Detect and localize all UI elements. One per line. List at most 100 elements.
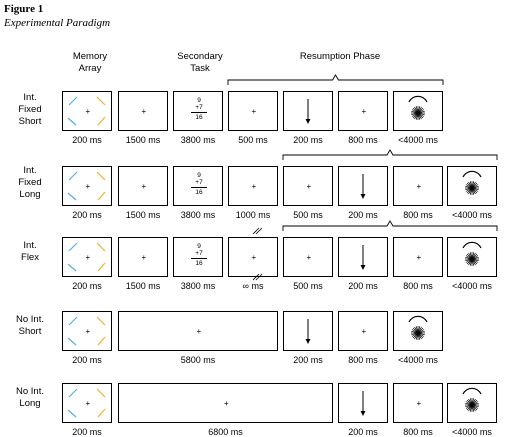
bar-blue-top [68,242,78,252]
break-mark [255,227,263,235]
fixation-icon: + [416,253,422,262]
resumption-bracket [282,149,498,160]
response-frame [447,166,497,206]
duration-label: <4000 ms [452,281,492,291]
wheel-arc [462,170,482,178]
probe-frame [338,383,388,423]
probe-arrow-icon [360,391,366,416]
duration-label: 200 ms [348,427,378,437]
bar-orange-bottom [97,191,106,201]
response-frame [393,91,443,131]
duration-label: 200 ms [72,135,102,145]
row-label: No Int.Short [16,314,44,337]
wheel-spoke [471,402,479,406]
fixation-frame: + [283,166,333,206]
arrow-head [305,119,311,124]
fixation-icon: + [85,399,91,408]
wheel-spoke [471,185,479,189]
probe-frame [338,237,388,277]
arrow-head [360,265,366,270]
duration-label: 200 ms [72,210,102,220]
fixation-icon: + [416,182,422,191]
duration-label: 1500 ms [125,135,161,145]
duration-label: 800 ms [348,135,378,145]
resumption-bracket [227,74,444,85]
fixation-frame: + [118,383,333,423]
bar-orange-top [96,96,106,106]
arithmetic-rule [191,112,207,113]
fixation-icon: + [251,107,257,116]
header-memory-array: Memory Array [72,51,108,74]
arrow-head [360,194,366,199]
fixation-icon: + [85,182,91,191]
response-frame [447,383,497,423]
arithmetic-line: 16 [195,114,203,121]
duration-label: 1500 ms [125,210,161,220]
wheel-spoke [417,330,425,334]
bar-blue-top [68,316,78,326]
fixation-icon: + [141,107,147,116]
bar-blue-top [68,171,78,181]
resumption-bracket [282,220,498,231]
memory-array-frame: + [62,91,112,131]
duration-label: 200 ms [72,355,102,365]
duration-label: 800 ms [403,427,433,437]
duration-label: 3800 ms [180,135,216,145]
probe-frame [338,166,388,206]
duration-label: 800 ms [403,281,433,291]
response-wheel-icon [462,170,482,195]
duration-label: 6800 ms [208,427,243,437]
response-wheel-icon [462,387,482,412]
duration-label: 800 ms [348,355,378,365]
bar-orange-top [96,242,106,252]
fixation-frame: + [228,91,278,131]
duration-label: 200 ms [72,427,102,437]
duration-label: 500 ms [238,135,268,145]
duration-label: <4000 ms [452,427,492,437]
duration-label: 1000 ms [235,210,271,220]
break-mark [252,227,260,235]
arithmetic-rule [191,258,207,259]
bar-blue-bottom [67,409,77,418]
fixation-icon: + [361,107,367,116]
fixation-icon: + [85,107,91,116]
arithmetic-line: 16 [195,260,203,267]
row-label: No Int.Long [16,386,44,409]
fixation-frame: + [228,166,278,206]
fixation-icon: + [141,253,147,262]
response-wheel-icon [462,241,482,266]
duration-label: <4000 ms [398,355,438,365]
fixation-frame: + [338,91,388,131]
duration-label: ∞ ms [242,281,264,291]
bar-orange-top [96,388,106,398]
duration-label: 200 ms [72,281,102,291]
memory-array-frame: + [62,166,112,206]
arithmetic-line: 9 [197,97,201,104]
fixation-frame: + [118,91,168,131]
bar-orange-bottom [97,408,106,418]
bar-orange-bottom [97,336,106,346]
fixation-frame: + [393,166,443,206]
memory-array-icon [67,171,106,201]
bar-orange-bottom [97,116,106,126]
fixation-frame: + [393,383,443,423]
duration-label: <4000 ms [398,135,438,145]
bar-blue-bottom [67,263,77,272]
figure-subtitle: Experimental Paradigm [4,17,111,29]
wheel-arc [408,315,428,323]
memory-array-frame: + [62,311,112,351]
fixation-frame: + [118,166,168,206]
wheel-spoke [417,110,425,114]
break-mark [255,273,263,281]
memory-array-icon [67,96,106,126]
fixation-icon: + [361,327,367,336]
fixation-frame: + [283,237,333,277]
duration-label: 200 ms [348,281,378,291]
memory-array-icon [67,388,106,418]
